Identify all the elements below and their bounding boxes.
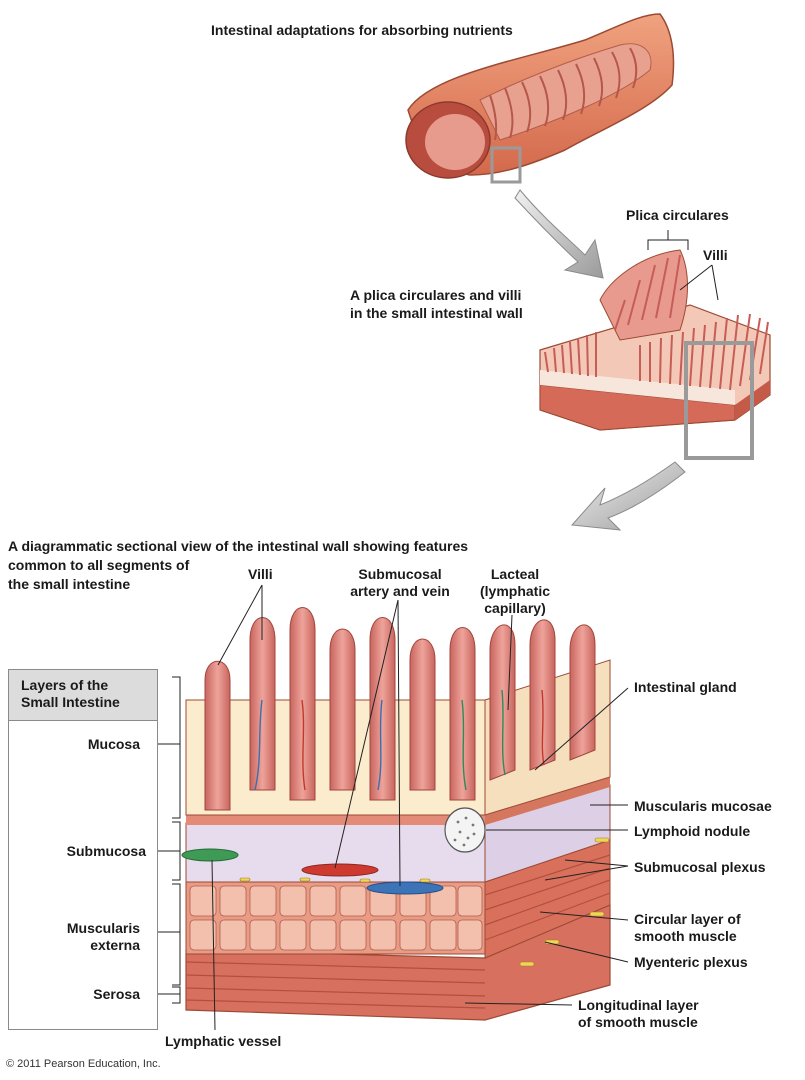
lacteal-label-line1: Lacteal [490,566,540,582]
intestine-tube [405,13,675,184]
muscularis-mucosae-label: Muscularis mucosae [634,798,772,814]
top-title: Intestinal adaptations for absorbing nut… [211,22,513,38]
layers-panel: Layers of the Small Intestine [8,669,158,1030]
middle-title-line1: A plica circulares and villi [350,287,522,303]
submucosal-label-line1: Submucosal [358,566,442,582]
layers-panel-title-line1: Layers of the [21,677,109,693]
middle-title-line2: in the small intestinal wall [350,305,523,321]
circular-layer-label-line2: smooth muscle [634,928,737,944]
intestinal-gland-label: Intestinal gland [634,679,737,695]
circular-layer-label-line1: Circular layer of [634,911,741,927]
copyright-notice: © 2011 Pearson Education, Inc. [6,1058,161,1070]
myenteric-plexus-label: Myenteric plexus [634,954,748,970]
layers-panel-header: Layers of the Small Intestine [9,670,157,721]
leader-lines [146,230,719,1031]
plica-villi-label: Villi [703,247,728,263]
layer-submucosa: Submucosa [66,843,146,859]
submucosal-label-line2: artery and vein [350,583,450,599]
layers-panel-title-line2: Small Intestine [21,694,120,710]
lymphoid-nodule-label: Lymphoid nodule [634,823,751,839]
zoom-arrow-1 [514,189,604,279]
longitudinal-layer-label-line2: of smooth muscle [578,1014,698,1030]
lacteal-label-line3: capillary) [484,600,546,616]
longitudinal-layer-label-line1: Longitudinal layer [578,997,699,1013]
zoom-arrow-2 [570,461,686,531]
villi-label: Villi [248,566,273,582]
plica-circulares-label: Plica circulares [626,207,729,223]
layer-serosa: Serosa [93,986,140,1002]
submucosal-plexus-label: Submucosal plexus [634,859,766,875]
layer-muscularis-line2: externa [90,937,140,953]
layer-mucosa: Mucosa [87,736,140,752]
bottom-title-line1: A diagrammatic sectional view of the int… [8,538,469,554]
lymphatic-vessel-label: Lymphatic vessel [165,1033,282,1049]
layer-muscularis-line1: Muscularis [66,920,140,936]
lacteal-label-line2: (lymphatic [479,583,550,599]
plica-block [539,249,771,460]
section-block [181,607,611,1021]
bottom-title-line3: the small intestine [8,576,131,592]
bottom-title-line2: common to all segments of [8,557,190,573]
